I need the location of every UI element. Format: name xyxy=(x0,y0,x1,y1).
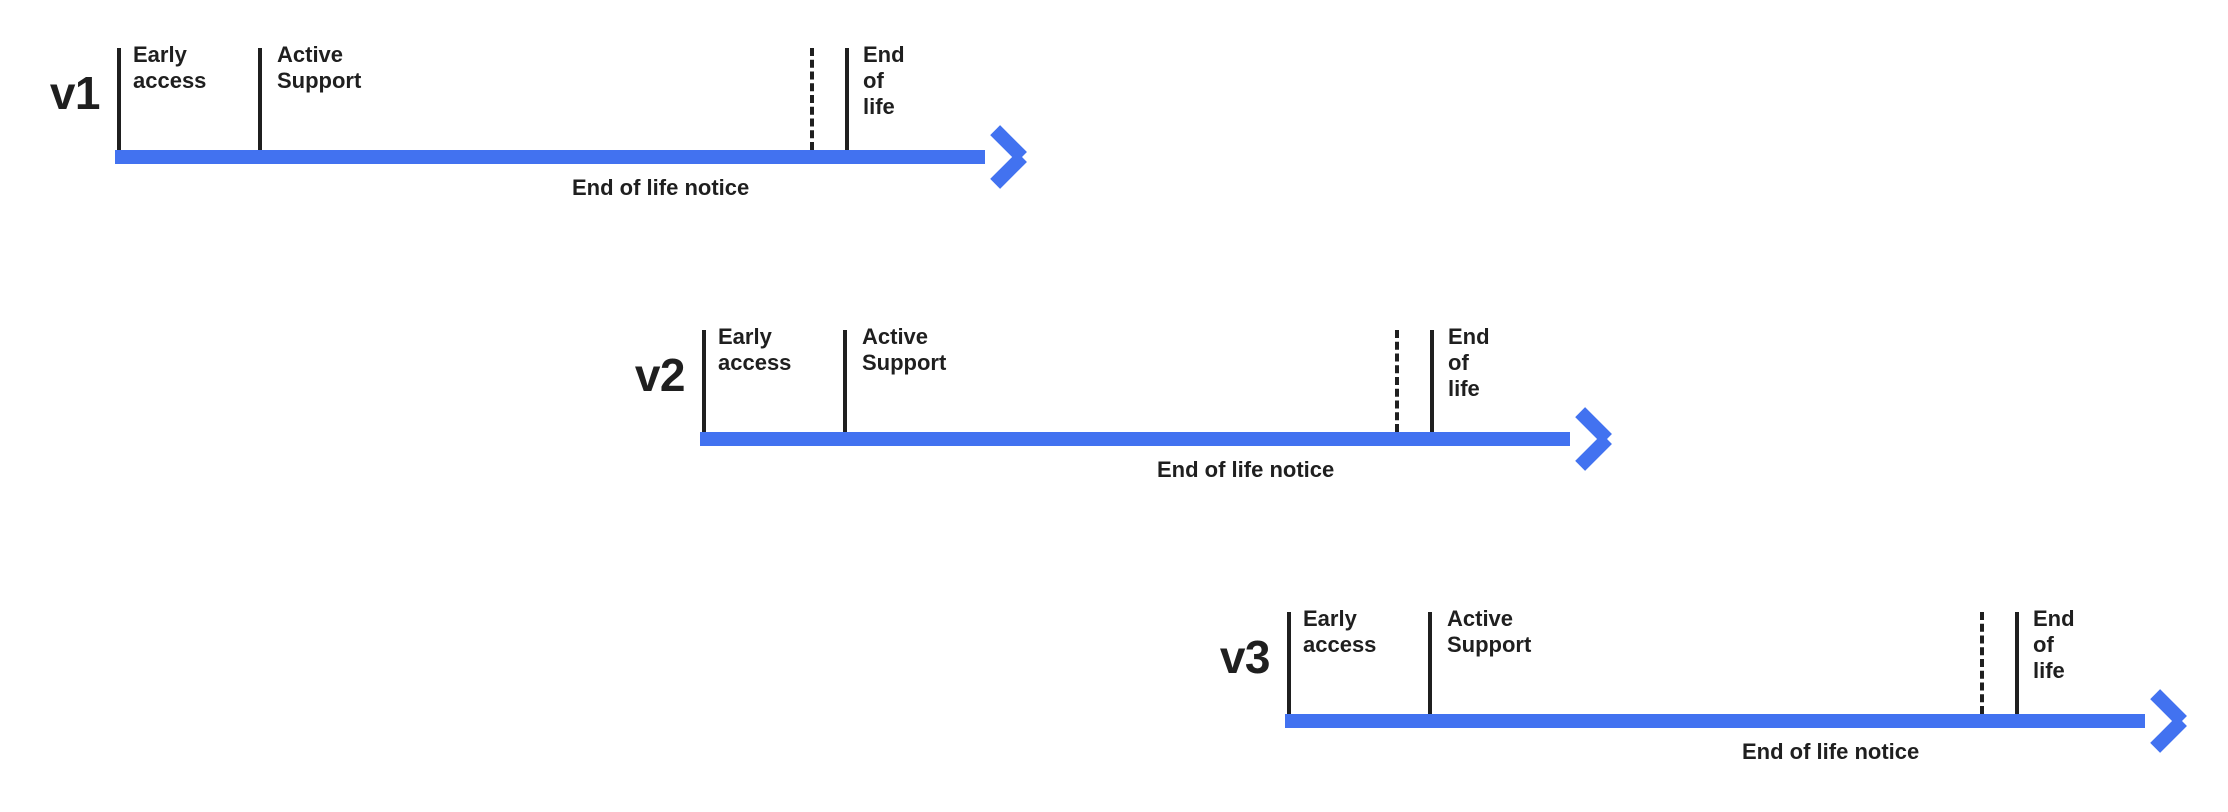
phase-divider-v1-2 xyxy=(258,48,262,150)
phase-divider-v2-2 xyxy=(843,330,847,432)
end-of-life-notice-label-v1: End of life notice xyxy=(572,175,750,200)
phase-divider-v2-3-dashed xyxy=(1395,330,1399,432)
phase-label-v3-end-of-life: End of life xyxy=(2033,606,2075,683)
phase-divider-v3-3-dashed xyxy=(1980,612,1984,714)
phase-label-v1-active-support: Active Support xyxy=(277,42,362,93)
phase-label-v2-end-of-life: End of life xyxy=(1448,324,1490,401)
lifetime-bar-v1 xyxy=(115,150,985,164)
phase-divider-v3-1 xyxy=(1287,612,1291,714)
phase-divider-v1-4 xyxy=(845,48,849,150)
version-label-v1: v1 xyxy=(49,67,101,119)
end-of-life-notice-label-v2: End of life notice xyxy=(1157,457,1335,482)
phase-label-v3-active-support: Active Support xyxy=(1447,606,1532,657)
lifetime-bar-v3 xyxy=(1285,714,2145,728)
version-label-v3: v3 xyxy=(1219,631,1271,683)
phase-divider-v2-4 xyxy=(1430,330,1434,432)
phase-divider-v3-2 xyxy=(1428,612,1432,714)
phase-label-v3-early-access: Early access xyxy=(1303,606,1377,657)
phase-divider-v2-1 xyxy=(702,330,706,432)
version-label-v2: v2 xyxy=(634,349,686,401)
phase-divider-v1-3-dashed xyxy=(810,48,814,150)
phase-label-v1-end-of-life: End of life xyxy=(863,42,905,119)
lifetime-bar-v2 xyxy=(700,432,1570,446)
phase-label-v2-active-support: Active Support xyxy=(862,324,947,375)
end-of-life-notice-label-v3: End of life notice xyxy=(1742,739,1920,764)
phase-label-v1-early-access: Early access xyxy=(133,42,207,93)
phase-label-v2-early-access: Early access xyxy=(718,324,792,375)
phase-divider-v3-4 xyxy=(2015,612,2019,714)
phase-divider-v1-1 xyxy=(117,48,121,150)
